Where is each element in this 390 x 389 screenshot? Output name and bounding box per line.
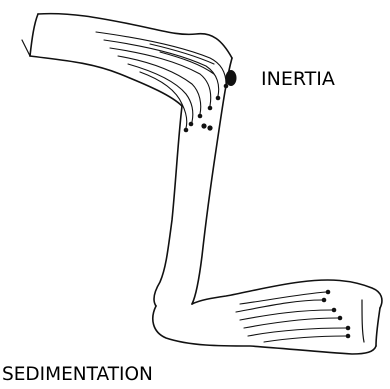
upper-tube-open-end-inner: [22, 40, 30, 56]
lower-tube-bottom-wall: [153, 306, 376, 354]
particle: [207, 125, 212, 130]
upper-tube-open-end: [30, 14, 38, 56]
particle: [189, 122, 194, 127]
particle: [332, 308, 337, 313]
particle: [346, 326, 351, 331]
particle: [208, 106, 213, 111]
particle: [216, 96, 221, 101]
particle: [184, 128, 189, 133]
particle: [322, 298, 327, 303]
upper-tube-top-wall: [38, 14, 232, 58]
impact-particle-large: [226, 70, 237, 86]
streamline: [240, 292, 326, 304]
sedimentation-label: SEDIMENTATION: [2, 366, 153, 385]
streamline: [264, 336, 346, 342]
streamline: [244, 318, 338, 328]
particle: [224, 84, 229, 89]
vertical-tube-right-wall: [192, 58, 232, 304]
streamline: [150, 44, 214, 64]
particle: [201, 123, 206, 128]
particle: [346, 334, 351, 339]
lower-tube-open-end: [376, 308, 380, 346]
vertical-tube-left-wall: [154, 106, 182, 306]
streamline: [236, 300, 322, 312]
particle: [338, 316, 343, 321]
inertia-label: INERTIA: [261, 70, 335, 89]
streamline: [128, 64, 193, 122]
lower-tube-open-end-inner: [362, 300, 364, 342]
lower-tube-top-wall: [192, 280, 382, 308]
particle: [198, 114, 203, 119]
particle: [326, 290, 331, 295]
streamline: [248, 328, 346, 336]
